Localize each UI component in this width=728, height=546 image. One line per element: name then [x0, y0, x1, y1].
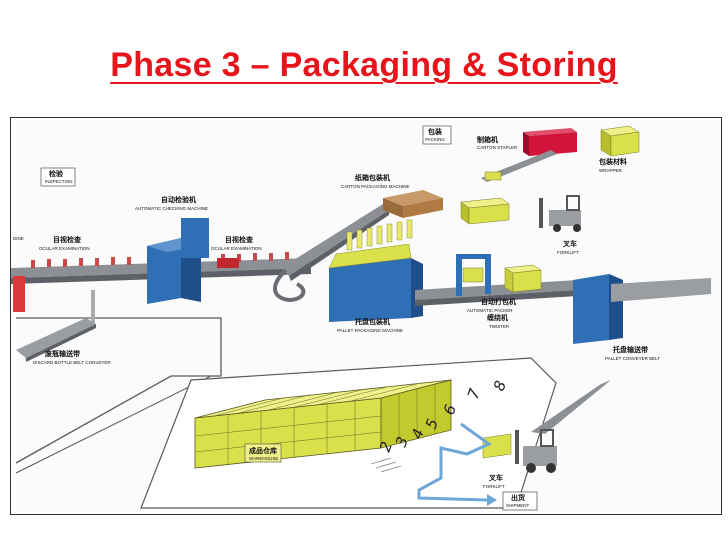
label-twister: 缠绕机 TWISTER	[487, 313, 510, 329]
svg-text:FORKLIFT: FORKLIFT	[483, 484, 505, 489]
svg-text:CARTON PACKAGING MACHINE: CARTON PACKAGING MACHINE	[341, 184, 410, 189]
label-pallet-packaging: 托盘包装机 PALLET PACKAGING MACHINE	[337, 317, 403, 333]
svg-text:叉车: 叉车	[562, 239, 577, 248]
discard-conveyor	[16, 318, 96, 362]
svg-text:PALLET CONVEYER BELT: PALLET CONVEYER BELT	[605, 356, 660, 361]
label-auto-packer: 自动打包机 AUTOMATIC PACKER	[467, 297, 516, 313]
svg-text:FORKLIFT: FORKLIFT	[557, 250, 579, 255]
svg-text:制箱机: 制箱机	[477, 135, 498, 144]
stacked-cartons	[460, 197, 510, 225]
label-shipment: 出货 SHIPMENT	[502, 491, 538, 511]
svg-text:检验: 检验	[49, 169, 64, 178]
svg-text:缠绕机: 缠绕机	[487, 313, 508, 322]
packaging-process-diagram: 2 3 4 5 6 7 8 检验 INSPECTION 包装 PACKING 制…	[10, 117, 722, 515]
pallet-conveyor-tower	[573, 274, 711, 344]
svg-text:DISCARD BOTTLE BELT CONVEYER: DISCARD BOTTLE BELT CONVEYER	[33, 360, 111, 365]
svg-text:AUTOMATIC CHECKING MACHINE: AUTOMATIC CHECKING MACHINE	[135, 206, 208, 211]
twister-carton	[504, 264, 542, 293]
svg-text:PACKING: PACKING	[425, 137, 445, 142]
carton-packaging-machine	[383, 190, 443, 218]
ocular-station-red	[217, 258, 239, 268]
bottle-reject-unit	[13, 276, 25, 312]
label-forklift-2: 叉车 FORKLIFT	[483, 473, 505, 489]
label-discard: 废瓶输送带 DISCARD BOTTLE BELT CONVEYER	[33, 349, 111, 365]
route-arrow-head	[487, 494, 497, 506]
warehouse-stock	[194, 379, 452, 469]
svg-text:OCULAR EXAMINATION: OCULAR EXAMINATION	[39, 246, 90, 251]
label-left-edge: DINE	[13, 236, 24, 241]
svg-text:WAREHOUSE: WAREHOUSE	[249, 456, 278, 461]
label-carton-stapler: 制箱机 CARTON STAPLER	[477, 135, 518, 150]
svg-text:目视检查: 目视检查	[225, 235, 254, 244]
carton-stapler	[523, 128, 577, 156]
lane-ticks	[370, 457, 402, 473]
svg-text:SHIPMENT: SHIPMENT	[506, 503, 530, 508]
svg-text:AUTOMATIC PACKER: AUTOMATIC PACKER	[467, 308, 513, 313]
label-ocular-2: 目视检查 OCULAR EXAMINATION	[211, 235, 262, 251]
wrapper-material	[600, 125, 640, 157]
forklift-2	[482, 429, 557, 473]
label-auto-checking: 自动检验机 AUTOMATIC CHECKING MACHINE	[135, 195, 208, 211]
label-ocular-1: 目视检查 OCULAR EXAMINATION	[39, 235, 90, 251]
svg-text:自动打包机: 自动打包机	[481, 297, 516, 306]
route-arrow	[417, 422, 492, 502]
label-warehouse: 成品仓库 WAREHOUSE	[244, 443, 282, 463]
svg-text:自动检验机: 自动检验机	[161, 195, 196, 204]
floor-outline	[15, 317, 222, 464]
svg-text:INSPECTION: INSPECTION	[45, 179, 73, 184]
svg-text:托盘输送带: 托盘输送带	[613, 345, 648, 354]
spiral-conveyor	[273, 268, 306, 303]
label-wrapper: 包装材料 WRAPPER	[599, 157, 627, 173]
automatic-packer	[456, 254, 491, 296]
svg-text:叉车: 叉车	[488, 473, 503, 482]
incline-conveyor	[281, 204, 389, 281]
label-pallet-conveyor: 托盘输送带 PALLET CONVEYER BELT	[605, 345, 660, 361]
reject-post	[91, 290, 95, 324]
svg-text:目视检查: 目视检查	[53, 235, 82, 244]
label-packing: 包装 PACKING	[422, 125, 452, 145]
label-carton-packaging: 纸箱包装机 CARTON PACKAGING MACHINE	[341, 173, 410, 189]
svg-text:纸箱包装机: 纸箱包装机	[355, 173, 390, 182]
svg-text:OCULAR EXAMINATION: OCULAR EXAMINATION	[211, 246, 262, 251]
svg-text:TWISTER: TWISTER	[489, 324, 510, 329]
svg-text:废瓶输送带: 废瓶输送带	[45, 349, 80, 358]
forklift-1	[539, 195, 581, 232]
svg-text:PALLET PACKAGING MACHINE: PALLET PACKAGING MACHINE	[337, 328, 403, 333]
carton-on-conveyor	[484, 171, 502, 181]
label-forklift-1: 叉车 FORKLIFT	[557, 239, 579, 255]
svg-text:成品仓库: 成品仓库	[249, 446, 277, 455]
svg-text:包装材料: 包装材料	[599, 157, 627, 166]
floor-outline-lower	[15, 375, 212, 474]
automatic-checking-machine	[147, 218, 209, 304]
svg-text:CARTON STAPLER: CARTON STAPLER	[477, 145, 518, 150]
label-inspection: 检验 INSPECTION	[40, 167, 76, 187]
svg-text:WRAPPER: WRAPPER	[599, 168, 623, 173]
slide-title: Phase 3 – Packaging & Storing	[110, 46, 618, 84]
svg-text:包装: 包装	[428, 127, 442, 136]
down-conveyor	[531, 380, 611, 434]
svg-text:出货: 出货	[511, 493, 525, 502]
svg-text:托盘包装机: 托盘包装机	[355, 317, 390, 326]
